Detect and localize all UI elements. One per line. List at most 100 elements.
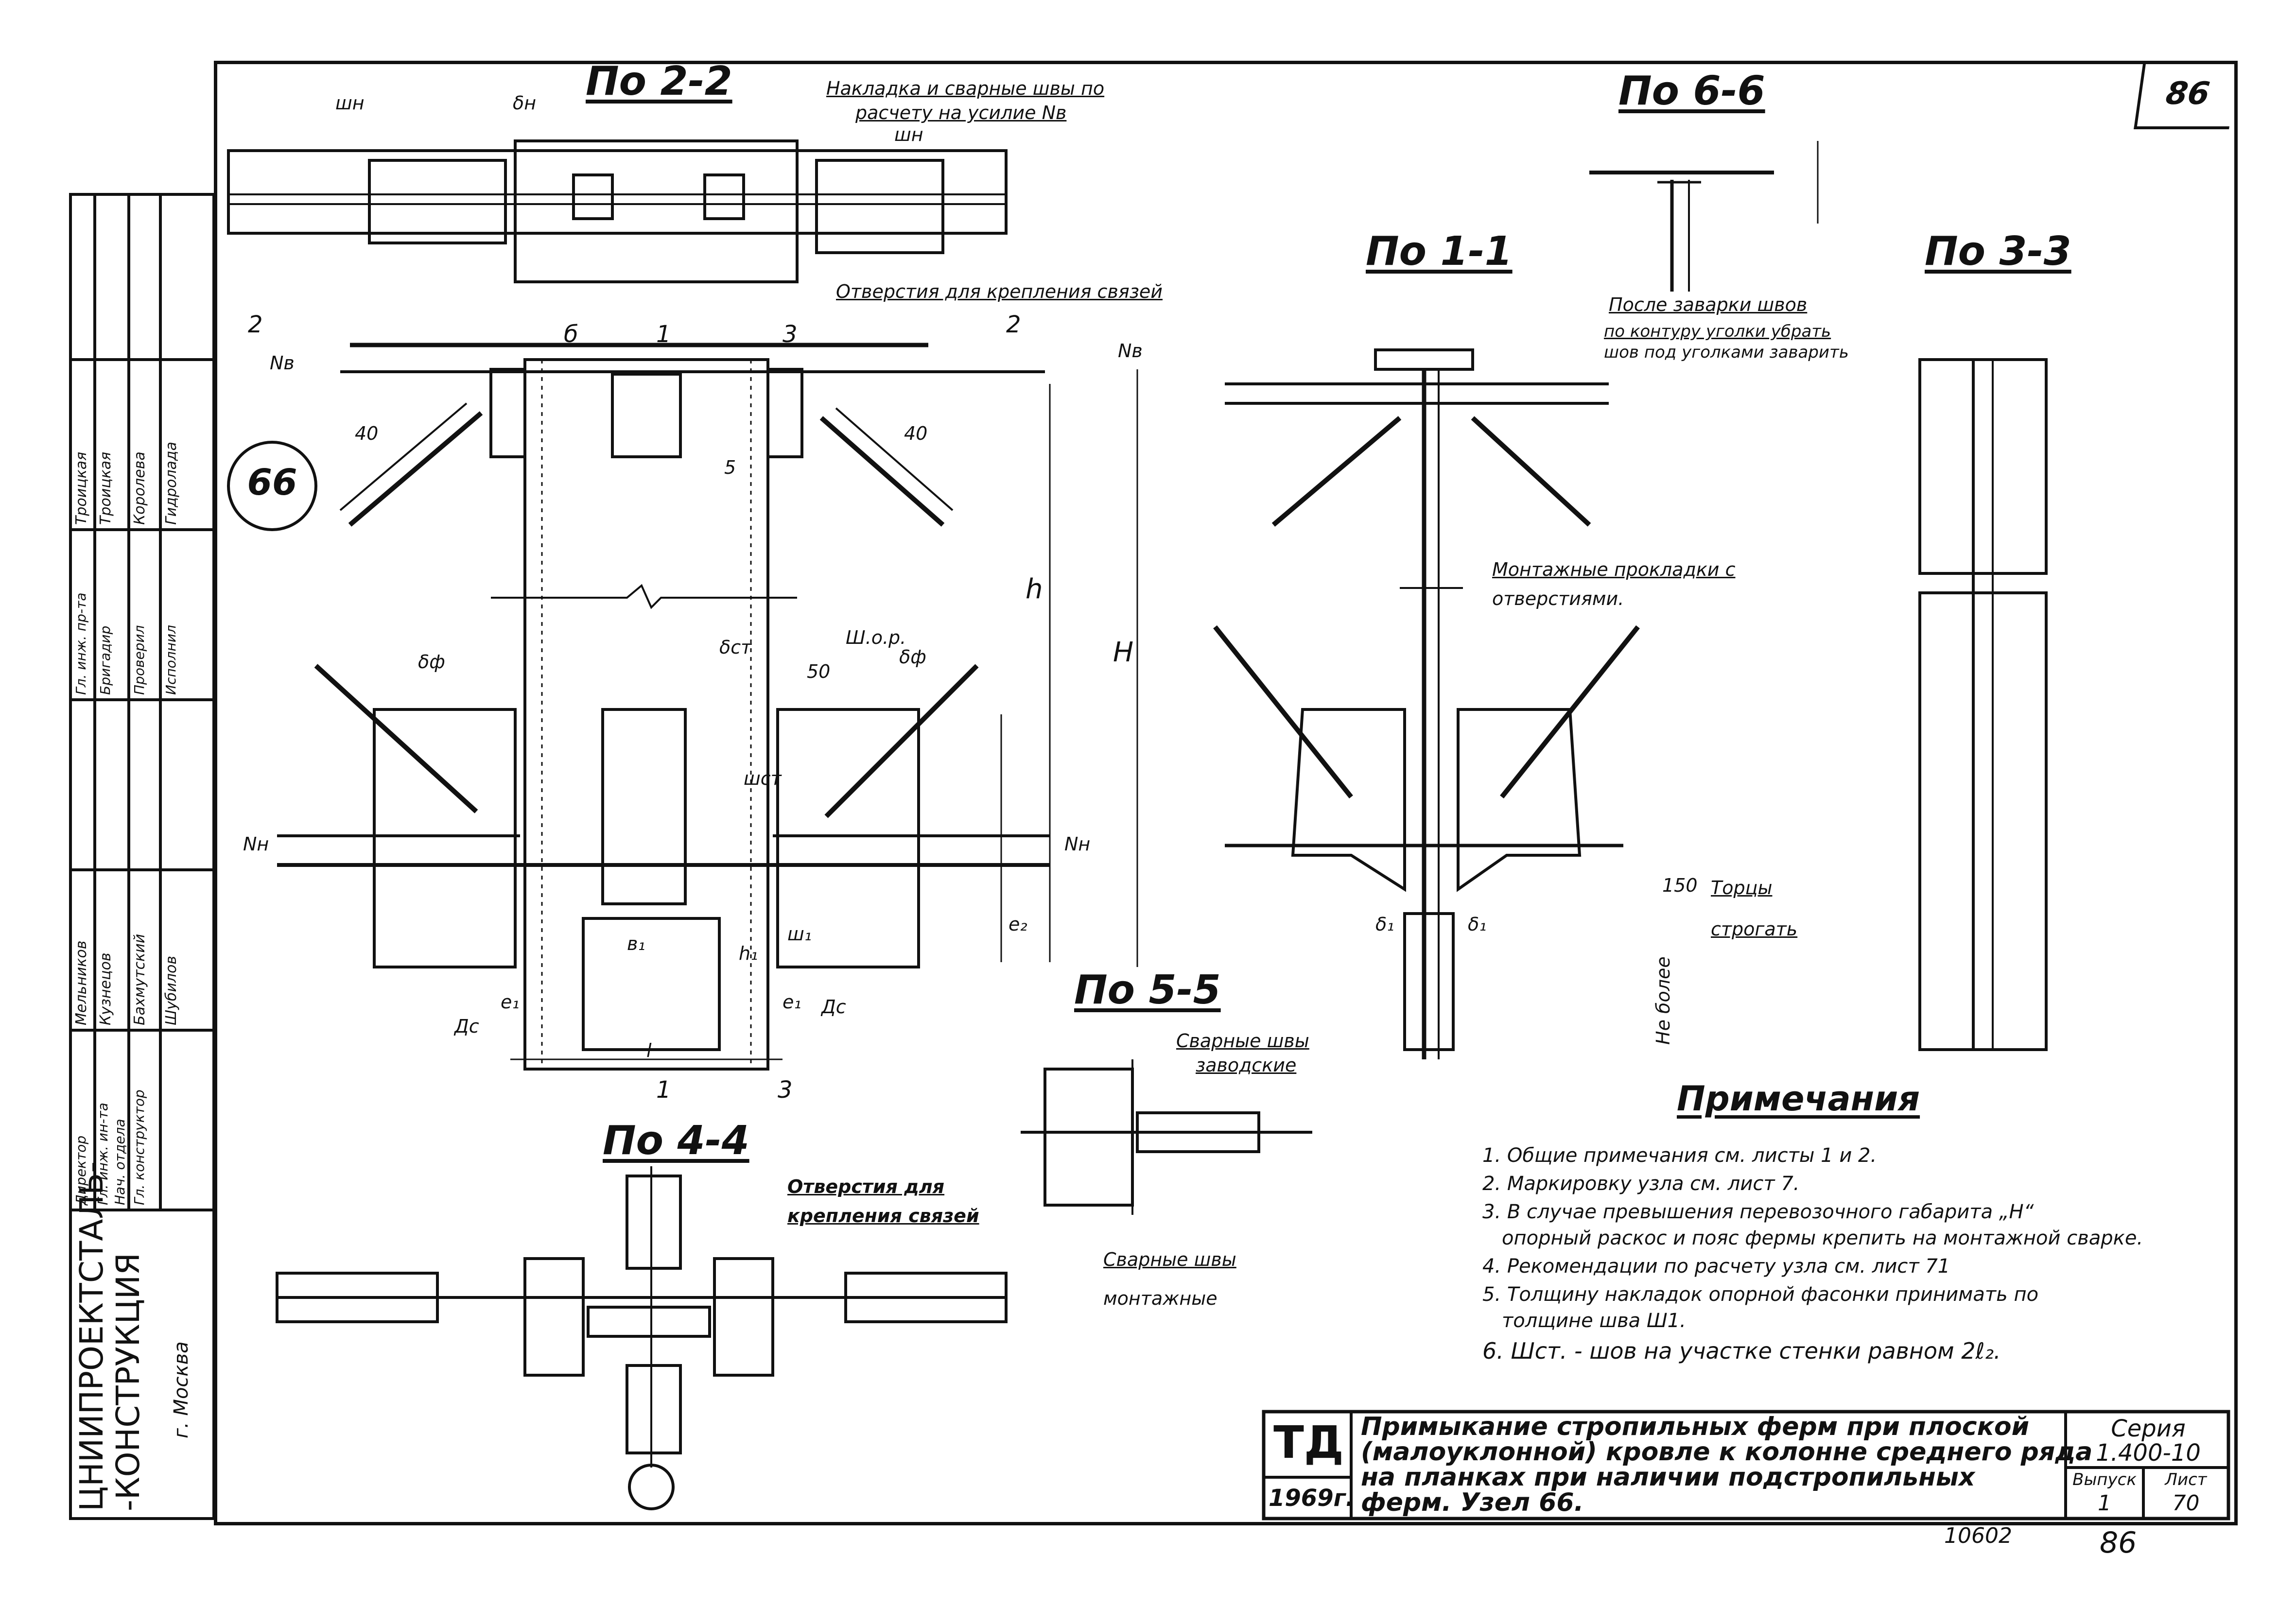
title-mark: ТД (1273, 1417, 1344, 1469)
callout-nakladka-2: расчету на усилие Nв (855, 102, 1067, 123)
section-3-top: 3 (783, 321, 798, 348)
callout-svarnye-zavod-1: Сварные швы (1176, 1030, 1309, 1052)
org-line-2: -КОНСТРУКЦИЯ (109, 1253, 147, 1511)
section-1-top: 1 (656, 321, 671, 348)
name-7: Королева (131, 451, 148, 525)
archive-number: 10602 (1944, 1523, 2012, 1548)
dim-h: h (1026, 573, 1043, 605)
callout-svarnye-mont-2: монтажные (1103, 1288, 1218, 1309)
role-4: Гл. конструктор (131, 1089, 147, 1205)
role-5: Гл. инж. пр-та (73, 592, 89, 695)
org-city: г. Москва (170, 1341, 192, 1438)
view-title-2-2: По 2-2 (586, 58, 732, 104)
dim-H: H (1113, 637, 1134, 668)
section-3-bottom: 3 (778, 1076, 793, 1104)
title-block-lines (1262, 1410, 2230, 1521)
callout-montazhnye-2: отверстиями. (1492, 588, 1624, 609)
archive-page: 86 (2100, 1526, 2137, 1560)
view-title-3-3: По 3-3 (1925, 228, 2071, 275)
column-elevation (277, 343, 1138, 1071)
view-title-1-1: По 1-1 (1366, 228, 1513, 275)
force-nv-right: Nв (1118, 340, 1143, 362)
note-6: 6. Шст. - шов на участке стенки равном 2… (1482, 1338, 2001, 1364)
label-e1-left: e₁ (501, 991, 520, 1013)
issue-label: Выпуск (2072, 1470, 2137, 1489)
note-2: 2. Маркировку узла см. лист 7. (1482, 1173, 1800, 1195)
view-title-6-6: По 6-6 (1618, 68, 1765, 114)
title-line-4: ферм. Узел 66. (1361, 1488, 1584, 1517)
left-title-strip (69, 193, 215, 1520)
label-delta1-right: δ₁ (1468, 914, 1487, 935)
label-e2: e₂ (1009, 914, 1027, 935)
label-b1: в₁ (627, 933, 645, 954)
label-sh-n-right: шн (894, 124, 923, 145)
view-6-6 (1589, 141, 1819, 292)
view-title-4-4: По 4-4 (603, 1118, 749, 1164)
label-sh-ct: шст (744, 768, 782, 789)
note-3: 3. В случае превышения перевозочного габ… (1482, 1201, 2034, 1223)
title-text: Примыкание стропильных ферм при плоской … (1361, 1414, 2092, 1515)
dim-50: 50 (807, 661, 831, 682)
force-nv-left: Nв (270, 352, 295, 374)
note-5-cont: толщине шва Ш1. (1502, 1310, 1686, 1332)
callout-nakladka-1: Накладка и сварные швы по (826, 78, 1105, 99)
label-e1-right: e₁ (783, 991, 801, 1013)
dim-150: 150 (1662, 875, 1698, 896)
series-label: Серия (2111, 1415, 2186, 1442)
callout-svarnye-zavod-2: заводские (1196, 1054, 1297, 1076)
label-sh1: ш₁ (787, 923, 812, 945)
name-4: Шубилов (163, 955, 180, 1025)
callout-montazhnye-1: Монтажные прокладки с (1492, 559, 1736, 580)
node-mark: 66 (247, 462, 297, 503)
title-line-2: (малоуклонной) кровле к колонне среднего… (1361, 1437, 2093, 1467)
title-year: 1969г. (1269, 1485, 1355, 1512)
label-delta-f-right: δф (899, 646, 926, 668)
callout-posle-zavarki-3: шов под уголками заварить (1604, 343, 1849, 362)
label-delta1-left: δ₁ (1375, 914, 1394, 935)
view-5-5 (1021, 1059, 1312, 1215)
view-3-3 (1918, 358, 2048, 1051)
label-h1: h₁ (739, 943, 758, 964)
note-1: 1. Общие примечания см. листы 1 и 2. (1482, 1144, 1877, 1167)
issue-value: 1 (2098, 1491, 2111, 1516)
sheet-label: Лист (2165, 1470, 2207, 1489)
title-line-1: Примыкание стропильных ферм при плоской (1361, 1412, 2030, 1441)
label-delta-f-left: δф (418, 651, 445, 673)
role-7: Проверил (131, 625, 147, 695)
name-5: Троицкая (73, 451, 90, 525)
name-6: Троицкая (97, 451, 114, 525)
series-value: 1.400-10 (2096, 1439, 2201, 1467)
callout-posle-zavarki-1: После заварки швов (1609, 294, 1808, 315)
name-8: Гидролада (163, 441, 180, 525)
callout-otverstiya: Отверстия для крепления связей (836, 281, 1163, 302)
section-2-right: 2 (1006, 311, 1021, 338)
label-sh-n: шн (335, 92, 365, 114)
view-title-5-5: По 5-5 (1074, 967, 1221, 1013)
label-delta-st: δст (719, 637, 752, 658)
callout-otverstiya44-1: Отверстия для (787, 1176, 945, 1197)
role-3: Нач. отдела (112, 1119, 128, 1205)
callout-ne-bolee: Не более (1652, 956, 1674, 1045)
role-8: Исполнил (163, 624, 179, 695)
view-1-1 (1213, 348, 1640, 1059)
callout-tortsy-1: Торцы (1711, 877, 1773, 899)
role-2: Гл. инж. ин-та (95, 1103, 111, 1205)
node-circle-outline (227, 441, 317, 531)
callout-otverstiya44-2: крепления связей (787, 1205, 979, 1227)
section-6: б (564, 321, 578, 348)
force-nh-right: Nн (1064, 833, 1091, 855)
sheet-value: 70 (2172, 1491, 2200, 1516)
dim-40-right: 40 (904, 423, 928, 444)
dim-40-left: 40 (355, 423, 379, 444)
force-nh-left: Nн (243, 833, 269, 855)
note-5: 5. Толщину накладок опорной фасонки прин… (1482, 1283, 2039, 1306)
title-line-3: на планках при наличии подстропильных (1361, 1463, 1975, 1492)
role-6: Бригадир (97, 625, 113, 695)
name-1: Мельников (73, 940, 90, 1025)
name-2: Кузнецов (97, 952, 114, 1025)
view-2-2-plan (227, 139, 1008, 283)
section-2-left: 2 (248, 311, 263, 338)
role-1: Директор (73, 1135, 89, 1205)
note-3-cont: опорный раскос и пояс фермы крепить на м… (1502, 1227, 2143, 1249)
